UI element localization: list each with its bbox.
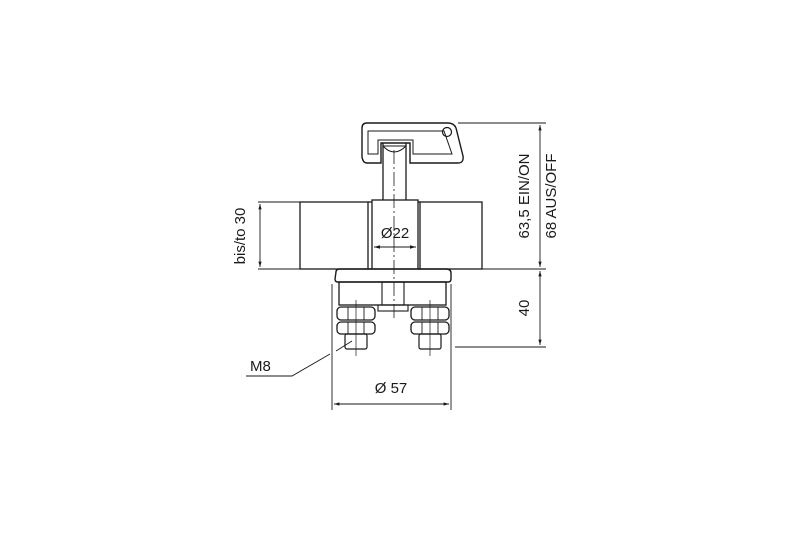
dimension-body-diameter: Ø 57 [331, 284, 452, 410]
dimension-bore: Ø22 [374, 225, 416, 249]
dimension-panel-thickness: bis/to 30 [232, 201, 300, 270]
terminal-left [336, 300, 376, 356]
label-height-on: 63,5 EIN/ON [516, 153, 533, 238]
label-panel-thickness: bis/to 30 [232, 208, 249, 265]
key [361, 122, 464, 200]
label-body-depth: 40 [516, 300, 533, 317]
switch-body [334, 268, 452, 312]
label-body-diameter: Ø 57 [375, 380, 408, 397]
leader-thread: M8 [246, 340, 353, 377]
label-thread: M8 [250, 358, 271, 375]
label-bore-diameter: Ø22 [381, 225, 409, 242]
dimension-height: 63,5 EIN/ON 68 AUS/OFF 40 [455, 122, 560, 348]
terminal-right [410, 300, 450, 356]
label-height-off: 68 AUS/OFF [543, 153, 560, 238]
